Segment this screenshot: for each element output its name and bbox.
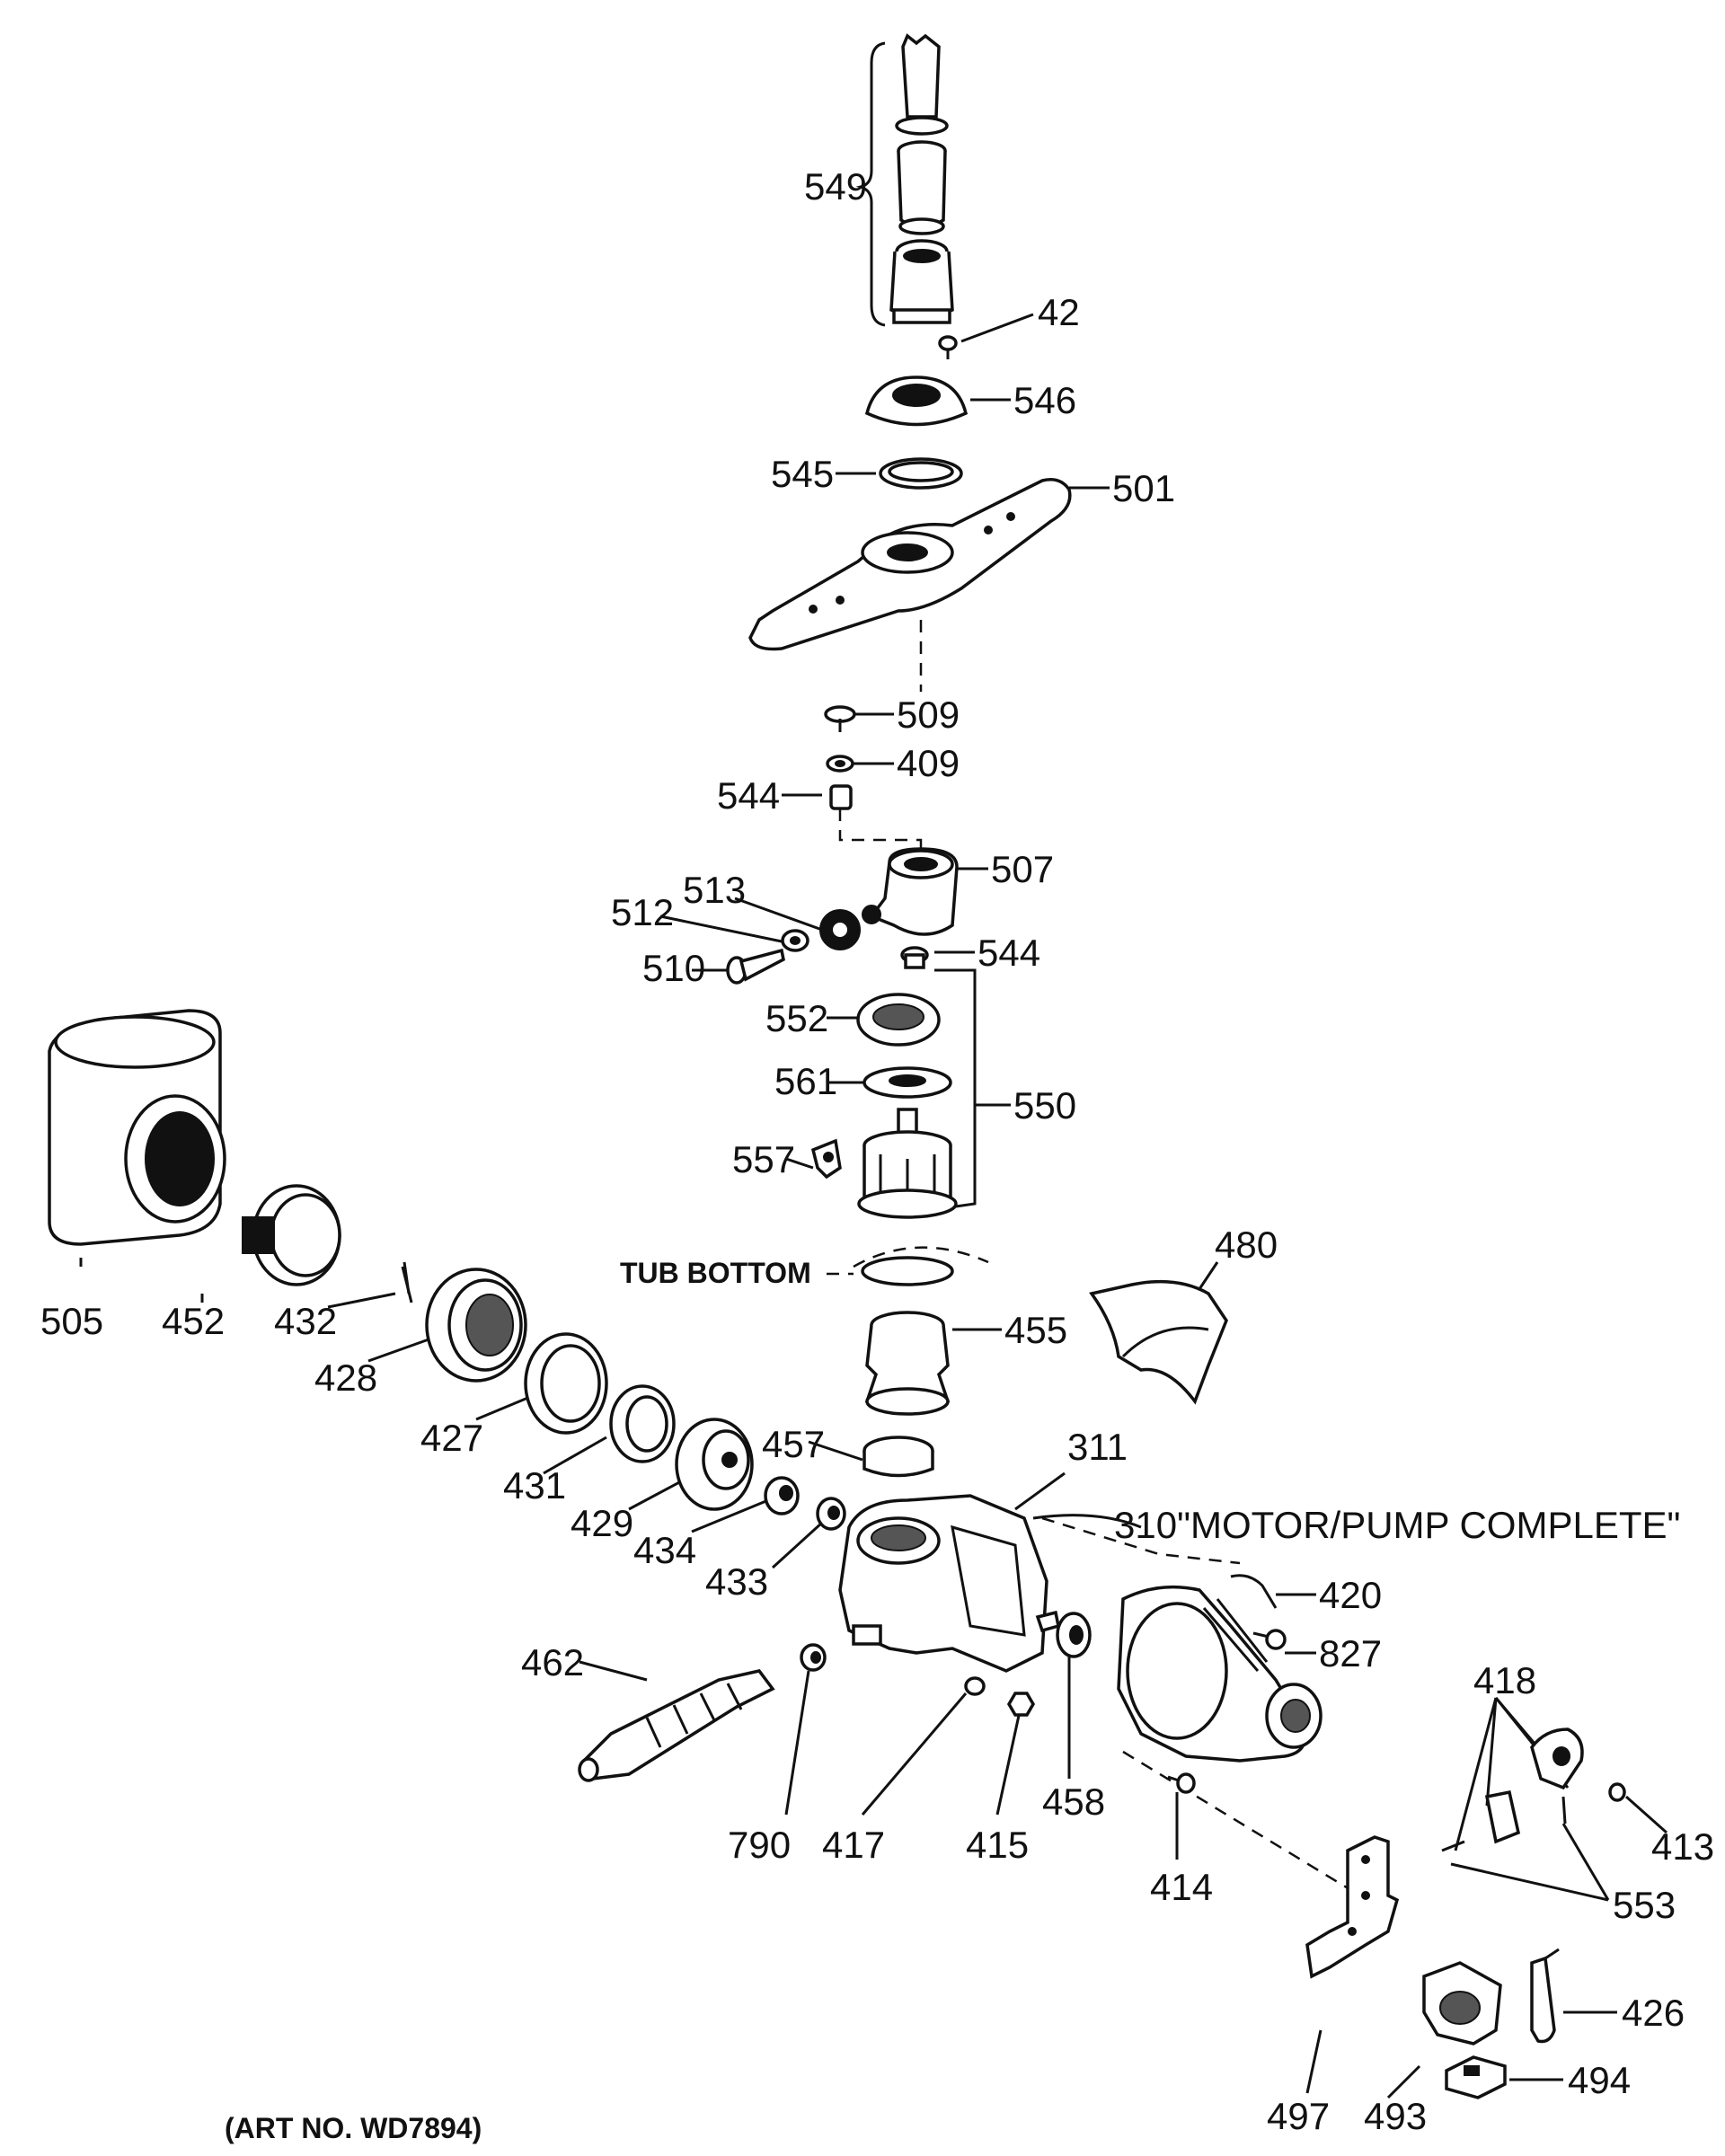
label-413: 413 bbox=[1651, 1825, 1714, 1868]
label-414: 414 bbox=[1150, 1866, 1213, 1908]
nut-415 bbox=[1006, 1692, 1036, 1717]
label-561: 561 bbox=[774, 1060, 837, 1102]
bushing-544-lower bbox=[900, 946, 929, 969]
art-number-caption: (ART NO. WD7894) bbox=[225, 2112, 482, 2144]
ring-431 bbox=[609, 1384, 676, 1463]
parts-418 bbox=[1441, 1727, 1584, 1852]
label-462: 462 bbox=[521, 1641, 584, 1683]
ring-427 bbox=[524, 1332, 608, 1435]
screw-509 bbox=[824, 705, 856, 732]
motor-pump-caption: 310"MOTOR/PUMP COMPLETE" bbox=[1114, 1504, 1680, 1546]
label-553: 553 bbox=[1613, 1884, 1676, 1926]
washer-409 bbox=[826, 755, 854, 773]
spring-553 bbox=[1561, 1796, 1567, 1825]
label-546: 546 bbox=[1013, 379, 1076, 421]
label-494: 494 bbox=[1568, 2059, 1631, 2101]
clip-413 bbox=[1608, 1782, 1626, 1802]
washer-417 bbox=[964, 1676, 986, 1696]
label-827: 827 bbox=[1319, 1632, 1382, 1674]
nozzle-assembly-549 bbox=[889, 33, 954, 324]
label-457: 457 bbox=[762, 1423, 825, 1465]
bracket-497 bbox=[1305, 1835, 1400, 1979]
label-510: 510 bbox=[642, 947, 705, 989]
part-labels: 549 42 546 545 501 509 409 544 507 513 5… bbox=[40, 165, 1714, 2137]
hose-462 bbox=[578, 1669, 775, 1782]
label-415: 415 bbox=[966, 1824, 1029, 1866]
label-501: 501 bbox=[1112, 467, 1175, 509]
label-458: 458 bbox=[1042, 1780, 1105, 1823]
deflector-480 bbox=[1089, 1279, 1228, 1405]
label-790: 790 bbox=[728, 1824, 791, 1866]
screw-414 bbox=[1167, 1772, 1196, 1794]
spring-432 bbox=[401, 1266, 413, 1303]
motor-310 bbox=[1117, 1585, 1322, 1763]
seal-458 bbox=[1035, 1610, 1092, 1658]
washer-561 bbox=[862, 1066, 952, 1099]
label-409: 409 bbox=[897, 742, 960, 784]
label-418: 418 bbox=[1473, 1659, 1536, 1701]
label-557: 557 bbox=[732, 1138, 795, 1180]
clip-557 bbox=[810, 1138, 842, 1180]
seal-455 bbox=[864, 1311, 951, 1416]
label-505: 505 bbox=[40, 1300, 103, 1342]
label-452: 452 bbox=[162, 1300, 225, 1342]
label-513: 513 bbox=[683, 869, 746, 911]
impeller-429 bbox=[675, 1418, 754, 1511]
label-507: 507 bbox=[991, 848, 1054, 890]
label-480: 480 bbox=[1215, 1224, 1278, 1266]
label-493: 493 bbox=[1364, 2095, 1427, 2137]
housing-507 bbox=[862, 847, 959, 936]
label-552: 552 bbox=[765, 997, 828, 1039]
label-550: 550 bbox=[1013, 1084, 1076, 1127]
label-544-top: 544 bbox=[717, 774, 780, 817]
label-42: 42 bbox=[1038, 291, 1080, 333]
ring-545 bbox=[879, 457, 963, 490]
bushing-544-top bbox=[829, 784, 853, 810]
lever-426 bbox=[1530, 1948, 1560, 2044]
label-427: 427 bbox=[420, 1417, 483, 1459]
label-509: 509 bbox=[897, 694, 960, 736]
spray-arm-501 bbox=[748, 478, 1072, 651]
clamp-452 bbox=[242, 1184, 341, 1286]
pump-body-550 bbox=[857, 1108, 958, 1219]
housing-505 bbox=[48, 1009, 226, 1246]
gear-513 bbox=[819, 909, 861, 950]
label-420: 420 bbox=[1319, 1574, 1382, 1616]
label-545: 545 bbox=[771, 453, 834, 495]
label-429: 429 bbox=[571, 1502, 633, 1544]
label-544-lower: 544 bbox=[978, 932, 1040, 974]
part-433 bbox=[816, 1497, 846, 1531]
screw-827 bbox=[1252, 1629, 1287, 1650]
leader-lines bbox=[79, 41, 1668, 2099]
switch-494 bbox=[1445, 2055, 1507, 2099]
switch-housing-493 bbox=[1422, 1961, 1502, 2046]
washer-512 bbox=[781, 929, 809, 952]
gear-ring-552 bbox=[856, 993, 941, 1047]
tub-bottom-ring bbox=[861, 1256, 954, 1286]
pump-housing-311 bbox=[838, 1494, 1048, 1673]
label-497: 497 bbox=[1267, 2095, 1330, 2137]
label-549: 549 bbox=[804, 165, 867, 208]
filter-428 bbox=[425, 1268, 527, 1383]
part-434 bbox=[764, 1476, 800, 1515]
wire-420 bbox=[1230, 1574, 1278, 1609]
label-434: 434 bbox=[633, 1529, 696, 1571]
tub-bottom-caption: TUB BOTTOM bbox=[620, 1257, 811, 1289]
label-431: 431 bbox=[503, 1464, 566, 1507]
clip-790 bbox=[800, 1643, 827, 1672]
label-417: 417 bbox=[822, 1824, 885, 1866]
screw-42 bbox=[938, 335, 958, 359]
cap-546 bbox=[864, 376, 969, 427]
label-432: 432 bbox=[274, 1300, 337, 1342]
label-512: 512 bbox=[611, 891, 674, 933]
label-311: 311 bbox=[1067, 1426, 1128, 1468]
label-455: 455 bbox=[1004, 1309, 1067, 1351]
clamp-457 bbox=[862, 1436, 934, 1478]
label-428: 428 bbox=[314, 1356, 377, 1399]
screw-510 bbox=[726, 948, 785, 985]
label-433: 433 bbox=[705, 1560, 768, 1603]
label-426: 426 bbox=[1622, 1992, 1685, 2034]
